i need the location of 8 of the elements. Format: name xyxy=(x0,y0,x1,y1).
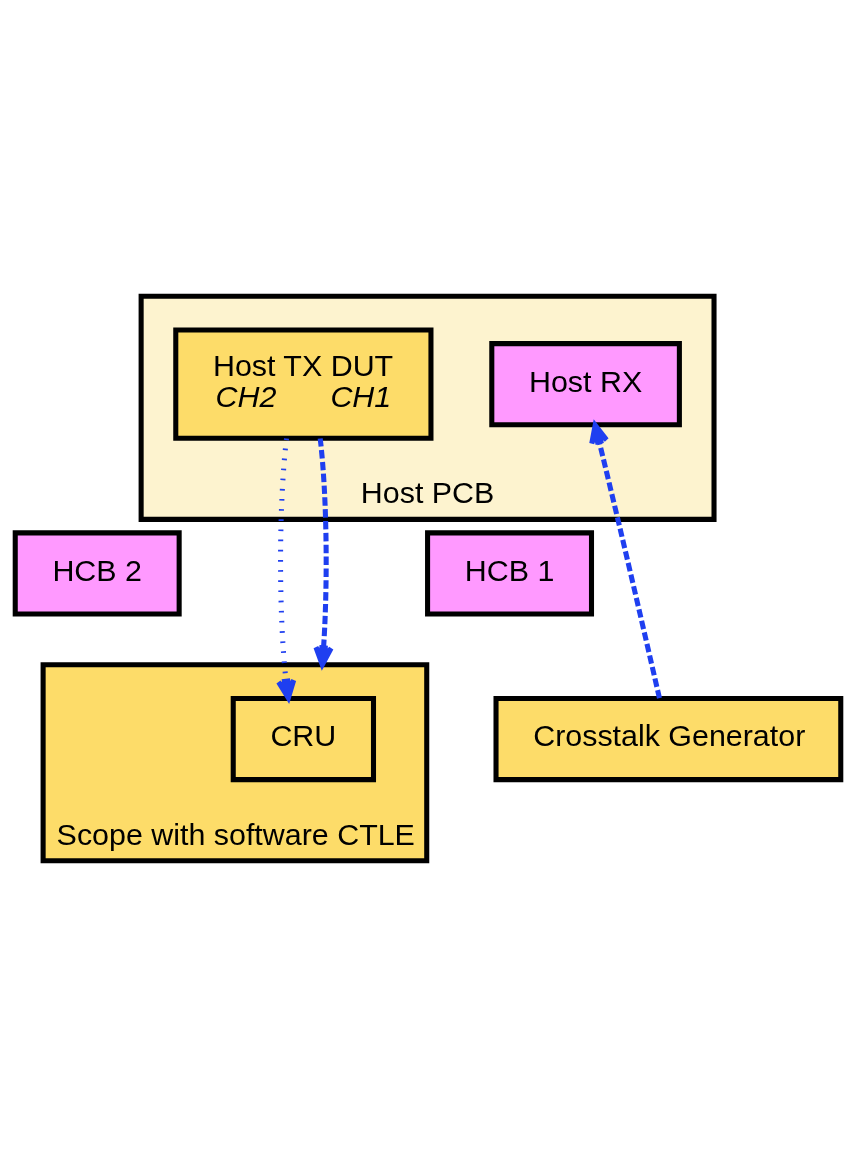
node-box: HCB 1 xyxy=(425,529,595,617)
node-box: CRU xyxy=(230,695,377,782)
arrow xyxy=(276,437,297,701)
node-box: HCB 2 xyxy=(12,529,182,617)
node-box: Host RX xyxy=(489,340,682,427)
arrow xyxy=(589,422,662,699)
node-box: Host TX DUT CH2 CH1 xyxy=(173,327,434,441)
node-box: Crosstalk Generator xyxy=(493,695,844,782)
